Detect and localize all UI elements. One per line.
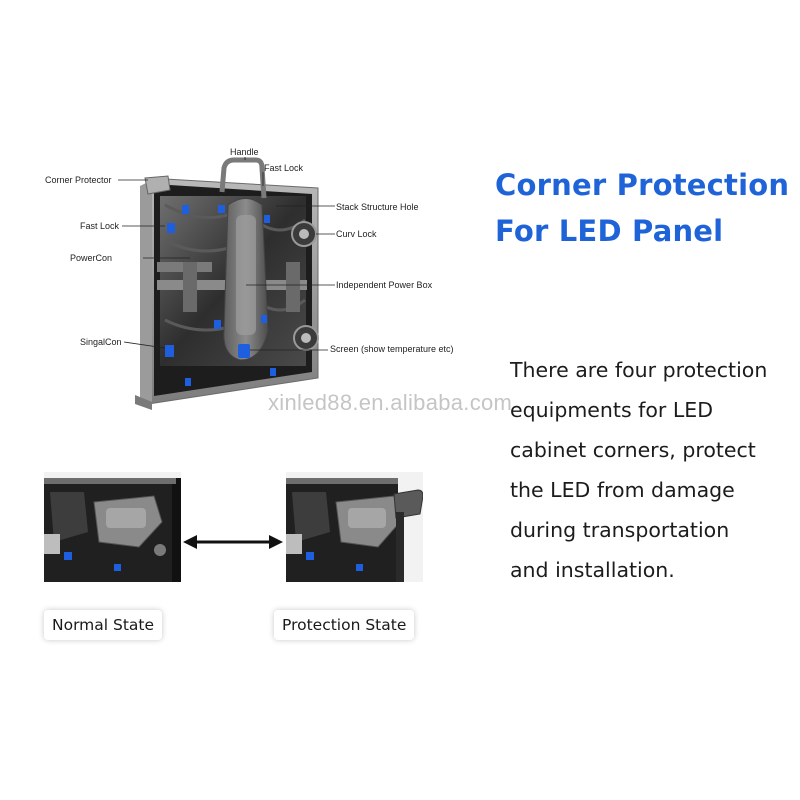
description-line: equipments for LED — [510, 398, 713, 422]
curv-lock-illustration — [291, 221, 317, 247]
watermark: xinled88.en.alibaba.com — [268, 390, 513, 415]
page-title: Corner Protection For LED Panel — [495, 162, 795, 254]
callout-singalcon: SingalCon — [80, 337, 122, 347]
protection-state-label: Protection State — [274, 610, 415, 640]
callout-curv-lock: Curv Lock — [336, 229, 377, 239]
title-line-2: For LED Panel — [495, 214, 724, 248]
description-line: There are four protection — [510, 358, 768, 382]
callout-stack-structure-hole: Stack Structure Hole — [336, 202, 419, 212]
callout-fast-lock-top: Fast Lock — [264, 163, 304, 173]
callout-screen: Screen (show temperature etc) — [330, 344, 454, 354]
title-line-1: Corner Protection — [495, 168, 790, 202]
description-line: the LED from damage — [510, 478, 735, 502]
description-line: cabinet corners, protect — [510, 438, 756, 462]
screen-lock-illustration — [293, 325, 319, 351]
normal-state-photo — [44, 472, 181, 582]
description-text: There are four protection equipments for… — [510, 350, 795, 590]
double-arrow-icon — [183, 535, 283, 549]
led-cabinet-illustration — [118, 157, 335, 410]
normal-state-label: Normal State — [44, 610, 163, 640]
description-line: during transportation — [510, 518, 730, 542]
callout-lines — [118, 157, 335, 351]
callout-fast-lock-left: Fast Lock — [80, 221, 120, 231]
blue-accent-parts — [165, 205, 276, 386]
led-cabinet-diagram: Handle Fast Lock Corner Protector Fast L… — [0, 0, 480, 420]
corner-protector-illustration — [144, 175, 171, 195]
callout-handle: Handle — [230, 147, 259, 157]
callout-powercon: PowerCon — [70, 253, 113, 263]
power-box — [223, 198, 269, 361]
description-line: and installation. — [510, 558, 675, 582]
protection-state-photo — [286, 472, 423, 582]
callout-independent-power-box: Independent Power Box — [336, 280, 433, 290]
callout-corner-protector: Corner Protector — [45, 175, 112, 185]
